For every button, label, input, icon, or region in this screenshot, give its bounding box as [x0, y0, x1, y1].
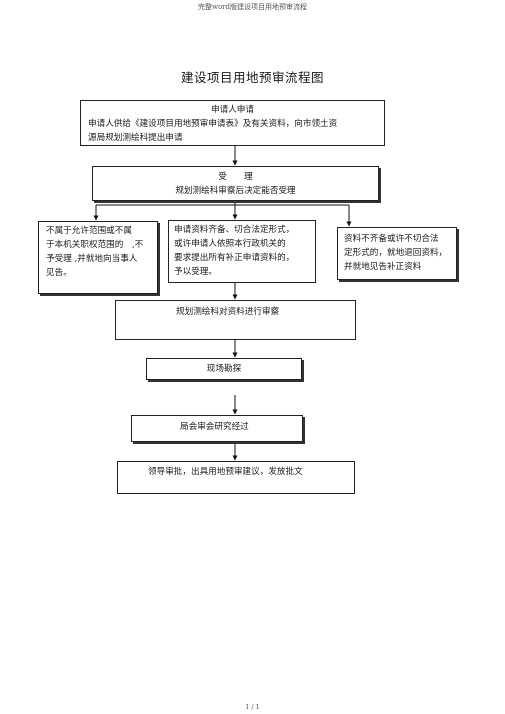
- node-accept: 受 理 规划测绘科审察后决定能否受理: [92, 166, 379, 201]
- node-approve: 领导审批，出具用地预审建议，发放批文: [117, 461, 355, 494]
- node-meeting: 局会审会研究经过: [131, 415, 303, 442]
- node-accept-condition-line3: 要求提出所有补正申请资料的，: [174, 253, 295, 263]
- node-survey-line1: 现场勘探: [206, 364, 242, 374]
- node-reject-line2: 于本机关职权范围的 ,不: [46, 240, 144, 250]
- page-number: 1 / 1: [245, 703, 260, 711]
- node-review: 规划测绘科对资料进行审察: [115, 300, 356, 340]
- node-reject-line3: 予受理 ,并就地向当事人: [46, 254, 138, 264]
- node-accept-condition-line1: 申请资料齐备、切合法定形式，: [174, 225, 295, 235]
- node-accept-title: 受 理: [218, 172, 253, 182]
- node-incomplete-line3: 并就地见告补正资料: [344, 262, 422, 272]
- node-incomplete-line1: 资料不齐备或许不切合法: [344, 234, 439, 244]
- node-accept-condition-line2: 或许申请人依照本行政机关的: [174, 239, 286, 249]
- node-reject-line4: 见告。: [46, 268, 72, 278]
- node-incomplete: 资料不齐备或许不切合法 定形式的，就地退回资料， 并就地见告补正资料: [337, 227, 457, 280]
- node-incomplete-line2: 定形式的，就地退回资料，: [344, 248, 448, 258]
- node-review-line1: 规划测绘科对资料进行审察: [176, 307, 280, 317]
- node-accept-condition: 申请资料齐备、切合法定形式， 或许申请人依照本行政机关的 要求提出所有补正申请资…: [168, 220, 316, 283]
- node-accept-line1: 规划测绘科审察后决定能否受理: [175, 186, 296, 196]
- node-survey: 现场勘探: [146, 358, 302, 380]
- node-approve-line1: 领导审批，出具用地预审建议，发放批文: [148, 467, 303, 477]
- diagram-title: 建设项目用地预审流程图: [180, 70, 324, 85]
- node-accept-condition-line4: 予以受理。: [174, 267, 217, 277]
- node-apply-line2: 源局规划测绘科提出申请: [88, 133, 183, 143]
- node-apply-line1: 申请人供给《建设项目用地预审申请表》及有关资料，向市领土资: [88, 119, 338, 129]
- node-reject: 不属于允许范围或不属 于本机关职权范围的 ,不 予受理 ,并就地向当事人 见告。: [38, 221, 158, 294]
- node-apply-title: 申请人申请: [211, 105, 254, 115]
- node-reject-line1: 不属于允许范围或不属: [46, 226, 132, 236]
- page-header: 完整word版建设项目用地预审流程: [197, 3, 308, 11]
- node-meeting-line1: 局会审会研究经过: [180, 422, 249, 432]
- node-apply: 申请人申请 申请人供给《建设项目用地预审申请表》及有关资料，向市领土资 源局规划…: [80, 100, 385, 146]
